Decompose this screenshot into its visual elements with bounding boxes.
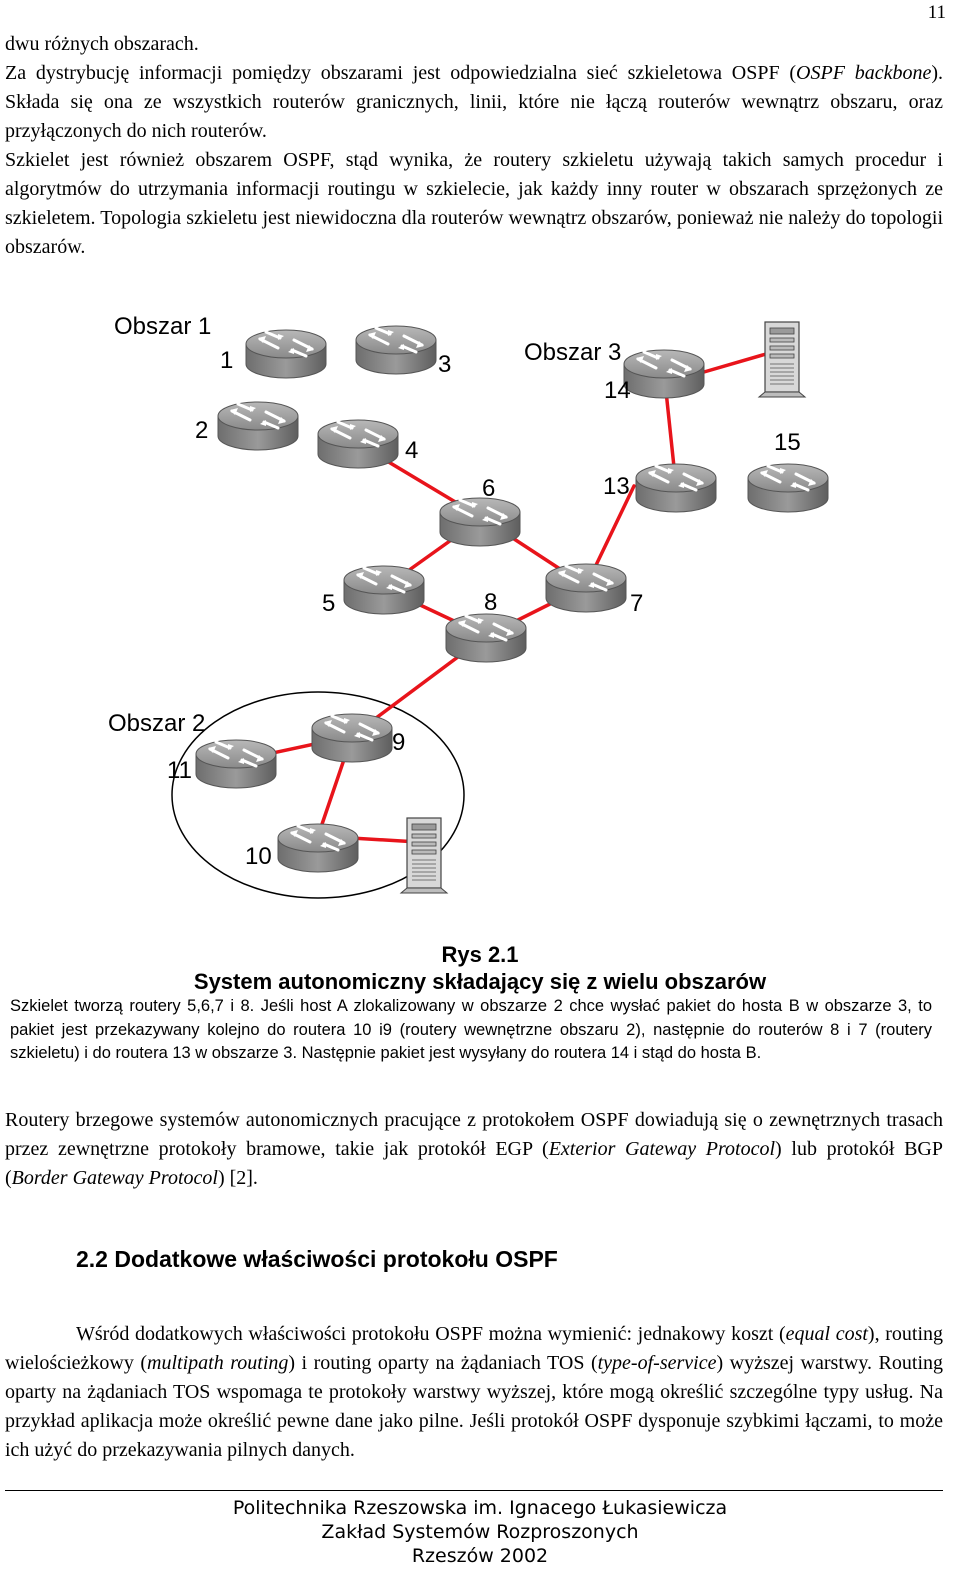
page-number: 11 [927, 2, 946, 23]
paragraph-extra-multipath: multipath routing [147, 1352, 289, 1374]
router-4 [316, 418, 400, 470]
router-11 [194, 738, 278, 790]
router-4-label: 4 [405, 437, 418, 464]
server-host-a-icon [400, 817, 448, 894]
paragraph-bgp-text-b: ) lub protokół BGP ( [5, 1138, 943, 1189]
paragraph-extra-text-c: ) i routing oparty na żądaniach TOS ( [288, 1352, 598, 1374]
router-10 [276, 822, 360, 874]
paragraph-extra-tos: type-of-service [597, 1352, 717, 1374]
router-5 [342, 564, 426, 616]
router-9 [310, 712, 394, 764]
router-8 [444, 612, 528, 664]
router-1 [244, 328, 328, 380]
footer-department: Zakład Systemów Rozproszonych [321, 1521, 639, 1543]
paragraph-intro-end: dwu różnych obszarach. [5, 33, 199, 55]
router-7 [544, 562, 628, 614]
router-3-label: 3 [438, 351, 451, 378]
paragraph-extra-text-b: ), routing wielościeżkowy ( [5, 1323, 944, 1374]
area2-label: Obszar 2 [108, 710, 205, 737]
router-13-label: 13 [603, 473, 630, 500]
area3-label: Obszar 3 [524, 339, 621, 366]
router-15 [746, 462, 830, 514]
paragraph-bgp-bgp-term: Border Gateway Protocol [11, 1167, 218, 1189]
router-10-label: 10 [245, 843, 272, 870]
paragraph-backbone-text-b: ). Składa się ona ze wszystkich routerów… [5, 62, 944, 142]
section-heading: 2.2 Dodatkowe właściwości protokołu OSPF [76, 1246, 558, 1272]
footer-divider [5, 1490, 943, 1491]
router-8-label: 8 [484, 589, 497, 616]
paragraph-extra-text-a: Wśród dodatkowych właściwości protokołu … [76, 1323, 786, 1345]
footer-place-year: Rzeszów 2002 [411, 1545, 549, 1567]
router-2 [216, 400, 300, 452]
paragraph-backbone-term: OSPF backbone [796, 62, 932, 84]
paragraph-backbone-area: Szkielet jest również obszarem OSPF, stą… [5, 149, 943, 258]
router-13 [634, 462, 718, 514]
paragraph-bgp-text-a: Routery brzegowe systemów autonomicznych… [5, 1109, 943, 1160]
router-3 [354, 324, 438, 376]
router-2-label: 2 [195, 417, 208, 444]
paragraph-backbone: Za dystrybucję informacji pomiędzy obsza… [5, 59, 943, 146]
footer-university: Politechnika Rzeszowska im. Ignacego Łuk… [232, 1497, 728, 1519]
area2-boundary [171, 691, 465, 899]
router-7-label: 7 [630, 590, 643, 617]
figure-caption-title: Rys 2.1 [441, 942, 519, 967]
router-15-label: 15 [774, 429, 801, 456]
paragraph-bgp-egp-term: Exterior Gateway Protocol [548, 1138, 776, 1160]
router-5-label: 5 [322, 590, 335, 617]
router-6 [438, 496, 522, 548]
paragraph-extra-features: Wśród dodatkowych właściwości protokołu … [5, 1320, 943, 1465]
router-1-label: 1 [220, 347, 233, 374]
figure-caption-subtitle: System autonomiczny składający się z wie… [193, 969, 767, 994]
ospf-areas-diagram: Obszar 1 Obszar 3 Obszar 2 1 3 2 4 6 14 … [108, 313, 830, 899]
paragraph-extra-equal-cost: equal cost [785, 1323, 868, 1345]
router-11-label: 11 [167, 757, 192, 784]
router-9-label: 9 [392, 729, 405, 756]
paragraph-backbone-text-a: Za dystrybucję informacji pomiędzy obsza… [5, 62, 797, 84]
link-14-server [702, 352, 768, 374]
router-14 [622, 348, 706, 400]
server-host-b-icon [758, 321, 806, 398]
paragraph-bgp: Routery brzegowe systemów autonomicznych… [5, 1106, 943, 1193]
paragraph-extra-text-d: ) wyższej warstwy. Routing oparty na żąd… [5, 1352, 943, 1461]
router-14-label: 14 [604, 377, 631, 404]
area1-label: Obszar 1 [114, 313, 211, 340]
paragraph-bgp-text-c: ) [2]. [217, 1167, 258, 1189]
footer: Politechnika Rzeszowska im. Ignacego Łuk… [0, 1496, 960, 1568]
router-6-label: 6 [482, 475, 495, 502]
network-links [238, 352, 768, 844]
figure-caption-description: Szkielet tworzą routery 5,6,7 i 8. Jeśli… [10, 997, 932, 1062]
